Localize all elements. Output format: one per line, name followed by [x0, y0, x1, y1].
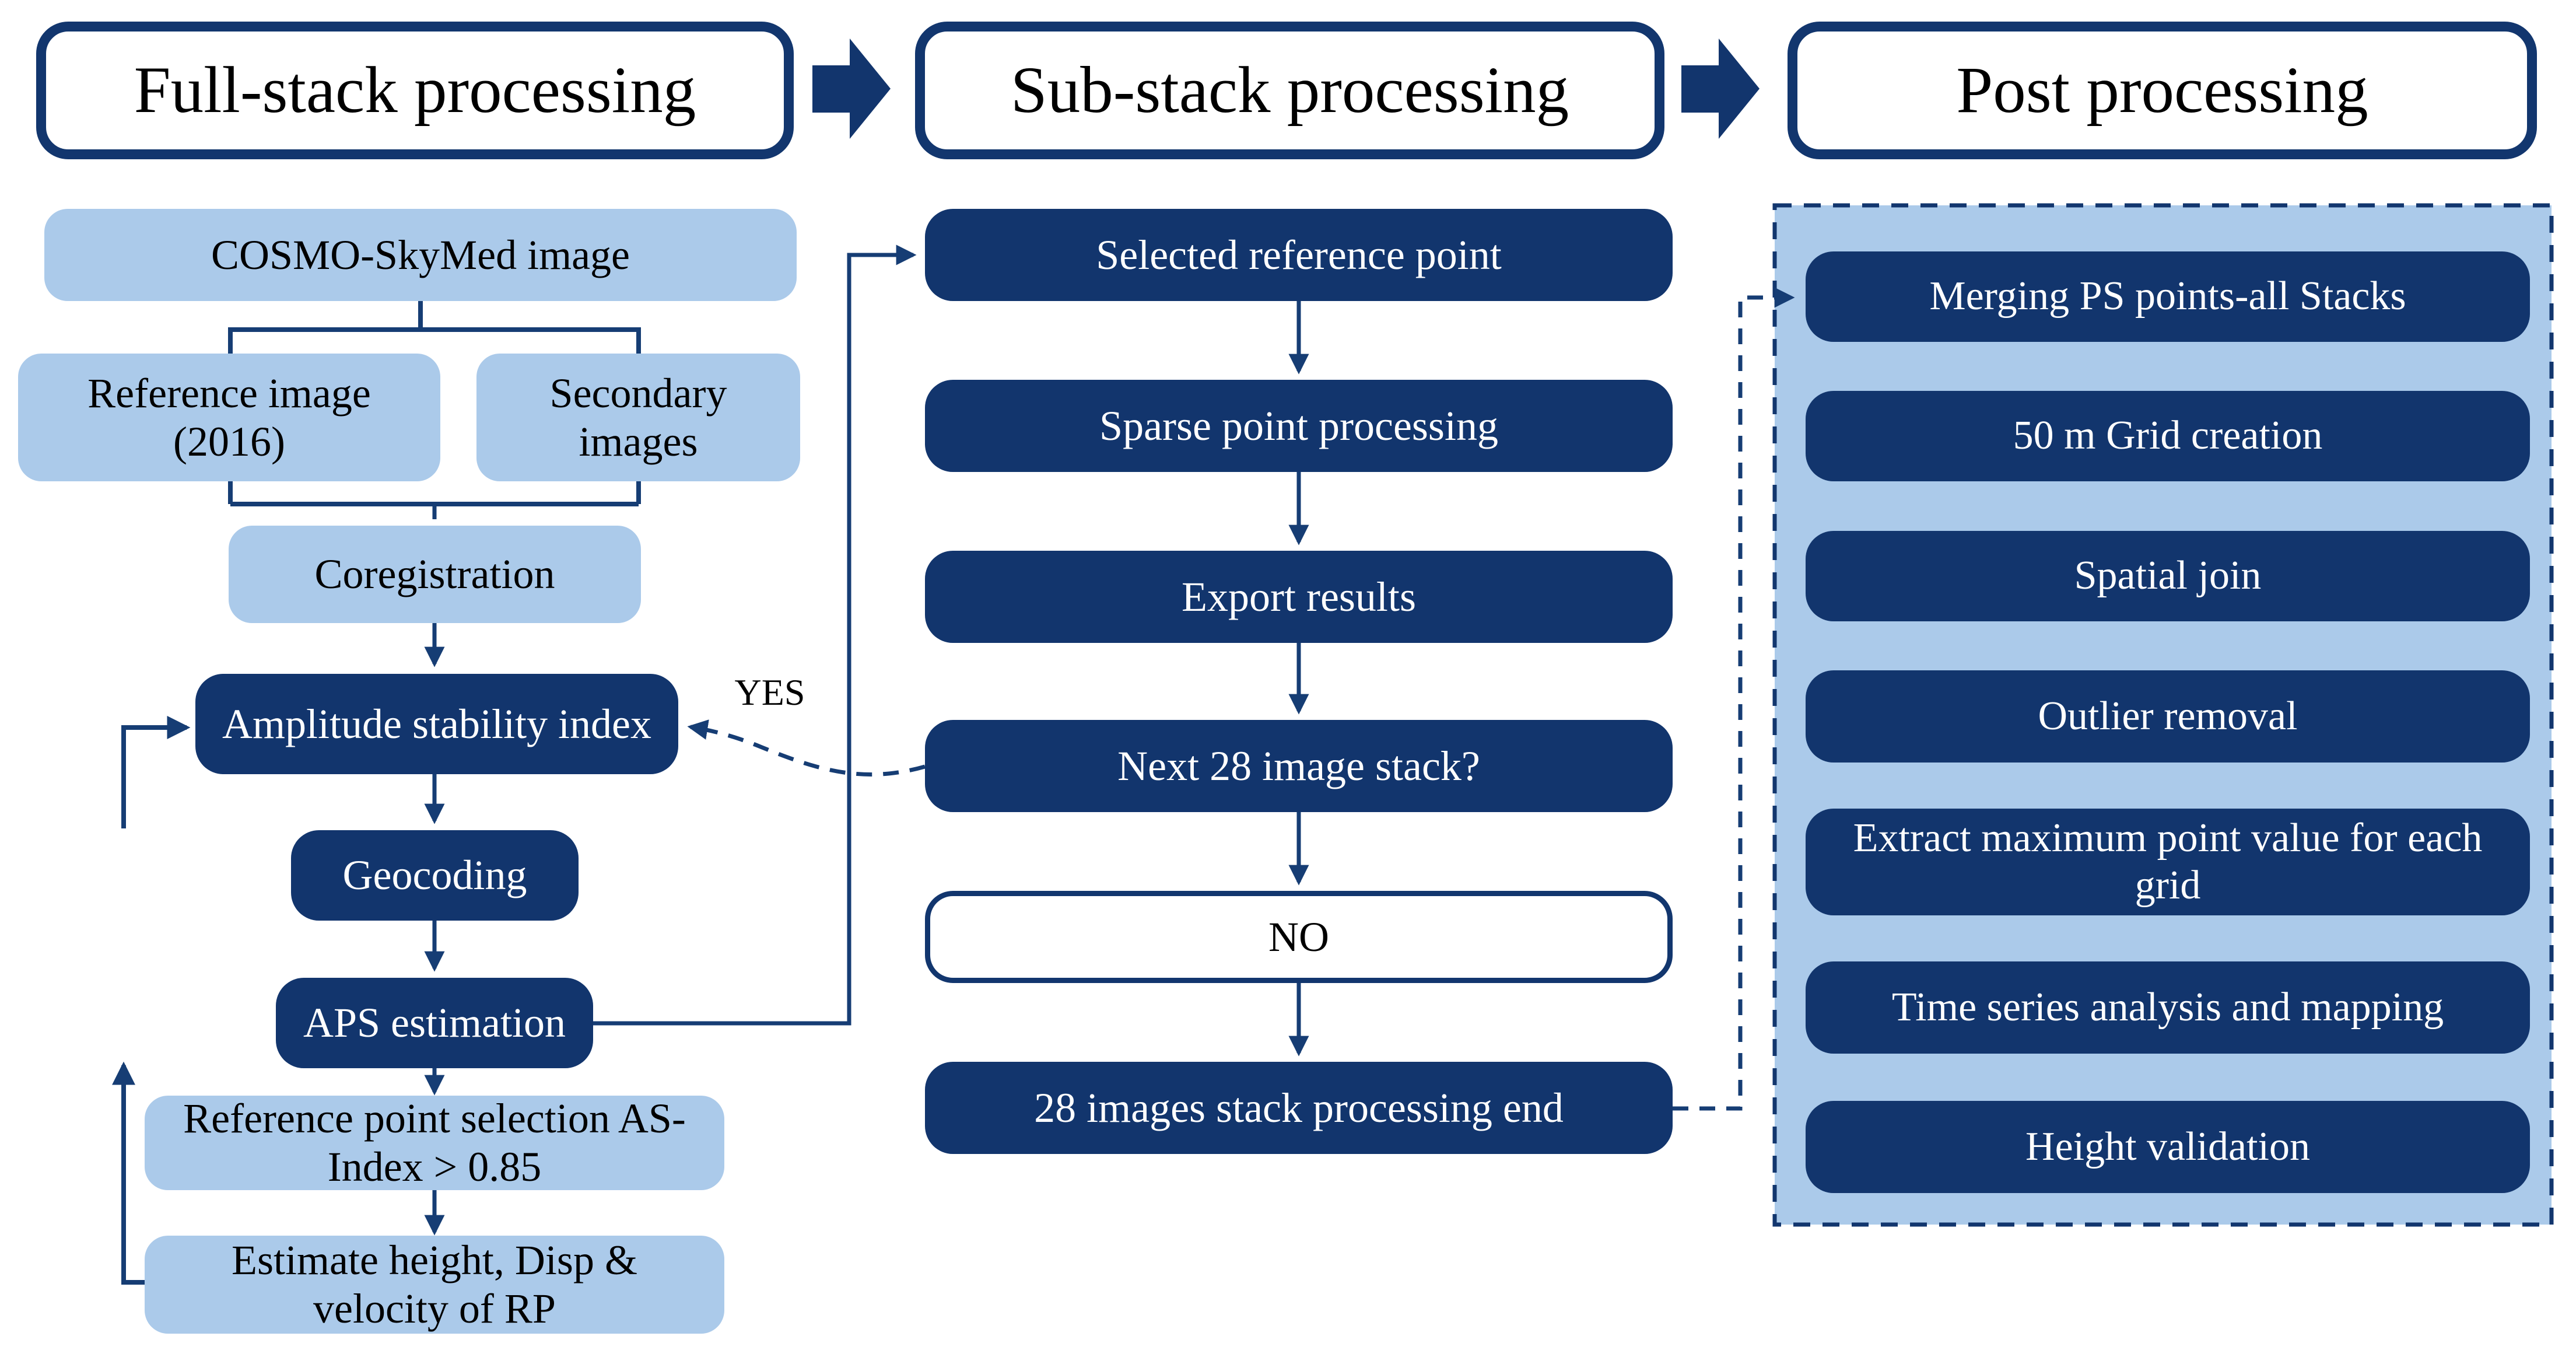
- node-estimate-height-disp-velocity: Estimate height, Disp & velocity of RP: [145, 1236, 724, 1334]
- header-full-stack-processing: Full-stack processing: [36, 22, 794, 159]
- yes-label-text: YES: [734, 671, 805, 713]
- node-label: Time series analysis and mapping: [1891, 984, 2444, 1030]
- connector-aps-to-selected-reference-point: [593, 244, 917, 1026]
- connector-merge-bar: [228, 481, 641, 506]
- header-sub-stack-processing: Sub-stack processing: [915, 22, 1664, 159]
- node-label: Secondary images: [549, 369, 727, 465]
- node-label: 28 images stack processing end: [1034, 1084, 1564, 1131]
- node-label: NO: [1268, 913, 1329, 960]
- header-label: Post processing: [1956, 54, 2368, 127]
- node-extract-maximum-point-value: Extract maximum point value for each gri…: [1806, 809, 2530, 915]
- header-label: Sub-stack processing: [1010, 54, 1569, 127]
- node-label: Export results: [1182, 573, 1416, 620]
- node-coregistration: Coregistration: [229, 526, 641, 623]
- chevron-right-icon-1: [812, 39, 891, 139]
- node-label: Outlier removal: [2038, 693, 2298, 739]
- node-spatial-join: Spatial join: [1806, 531, 2530, 621]
- node-28-images-stack-processing-end: 28 images stack processing end: [925, 1062, 1673, 1154]
- node-label: Reference point selection AS- Index > 0.…: [183, 1095, 686, 1190]
- node-reference-image-2016: Reference image (2016): [18, 354, 440, 481]
- connector-end-dashed-to-merging: [1673, 287, 1795, 1111]
- node-next-28-image-stack: Next 28 image stack?: [925, 720, 1673, 812]
- node-label: COSMO-SkyMed image: [211, 231, 630, 278]
- node-label: 50 m Grid creation: [2013, 413, 2323, 459]
- node-label: Reference image (2016): [87, 369, 371, 465]
- header-post-processing: Post processing: [1788, 22, 2537, 159]
- node-50m-grid-creation: 50 m Grid creation: [1806, 391, 2530, 481]
- node-label: Sparse point processing: [1099, 402, 1498, 449]
- header-label: Full-stack processing: [134, 54, 696, 127]
- node-label: Height validation: [2025, 1124, 2310, 1169]
- node-no-decision: NO: [925, 891, 1673, 983]
- node-sparse-point-processing: Sparse point processing: [925, 380, 1673, 472]
- node-time-series-analysis-mapping: Time series analysis and mapping: [1806, 961, 2530, 1054]
- node-label: Next 28 image stack?: [1117, 742, 1480, 789]
- node-label: Coregistration: [314, 551, 555, 598]
- node-geocoding: Geocoding: [291, 830, 579, 921]
- node-reference-point-selection: Reference point selection AS- Index > 0.…: [145, 1095, 724, 1190]
- node-aps-estimation: APS estimation: [276, 978, 593, 1068]
- chevron-right-icon-2: [1681, 39, 1760, 139]
- node-label: Geocoding: [342, 852, 527, 899]
- node-selected-reference-point: Selected reference point: [925, 209, 1673, 301]
- yes-branch-label: YES: [700, 671, 840, 714]
- node-label: Selected reference point: [1096, 231, 1502, 278]
- connector-cosmo-split: [228, 301, 641, 354]
- node-secondary-images: Secondary images: [476, 354, 800, 481]
- connector-estimate-feedback-up: [112, 1061, 146, 1285]
- node-label: Amplitude stability index: [222, 700, 651, 747]
- connector-yes-dashed-to-asi: [687, 719, 926, 777]
- node-label: Spatial join: [2074, 553, 2262, 599]
- node-label: Merging PS points-all Stacks: [1929, 274, 2406, 319]
- node-label: Extract maximum point value for each gri…: [1853, 816, 2483, 908]
- node-amplitude-stability-index: Amplitude stability index: [195, 674, 678, 774]
- node-merging-ps-points: Merging PS points-all Stacks: [1806, 251, 2530, 342]
- node-label: Estimate height, Disp & velocity of RP: [232, 1237, 637, 1332]
- node-label: APS estimation: [303, 999, 566, 1047]
- node-cosmo-skymed-image: COSMO-SkyMed image: [44, 209, 797, 301]
- node-outlier-removal: Outlier removal: [1806, 670, 2530, 763]
- node-height-validation: Height validation: [1806, 1101, 2530, 1193]
- node-export-results: Export results: [925, 551, 1673, 643]
- connector-feedback-into-asi: [121, 716, 191, 828]
